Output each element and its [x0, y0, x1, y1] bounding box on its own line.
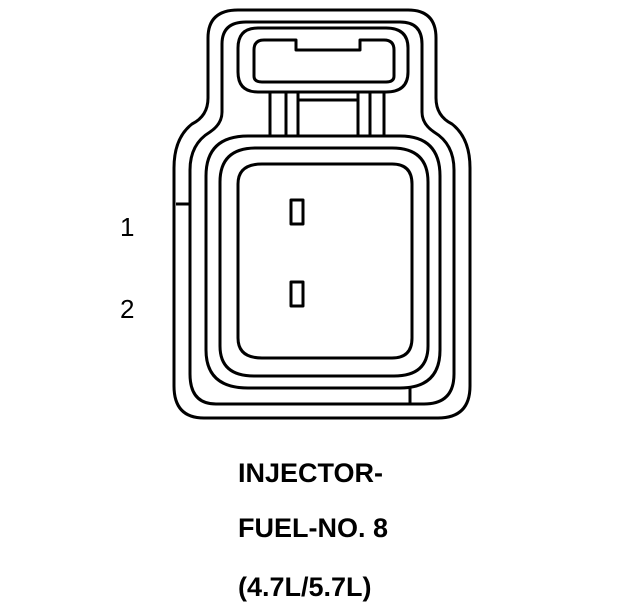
- locking-latch-inner: [252, 38, 396, 84]
- contact-face: [236, 162, 414, 360]
- pin-label-1: 1: [120, 212, 135, 242]
- connector-inner-shell: [188, 20, 456, 406]
- pin-label-2: 2: [120, 294, 135, 324]
- pin-cavity-2: [289, 280, 305, 308]
- connector-title-line3: (4.7L/5.7L): [238, 572, 372, 602]
- connector-title-line1: INJECTOR-: [238, 458, 384, 488]
- connector-outer-shell: [172, 8, 472, 420]
- pin-cavity-1: [289, 198, 305, 226]
- locking-latch: [236, 26, 410, 94]
- connector-title-line2: FUEL-NO. 8: [238, 513, 389, 543]
- front-housing-inner: [218, 146, 430, 378]
- front-housing-outer: [204, 134, 442, 390]
